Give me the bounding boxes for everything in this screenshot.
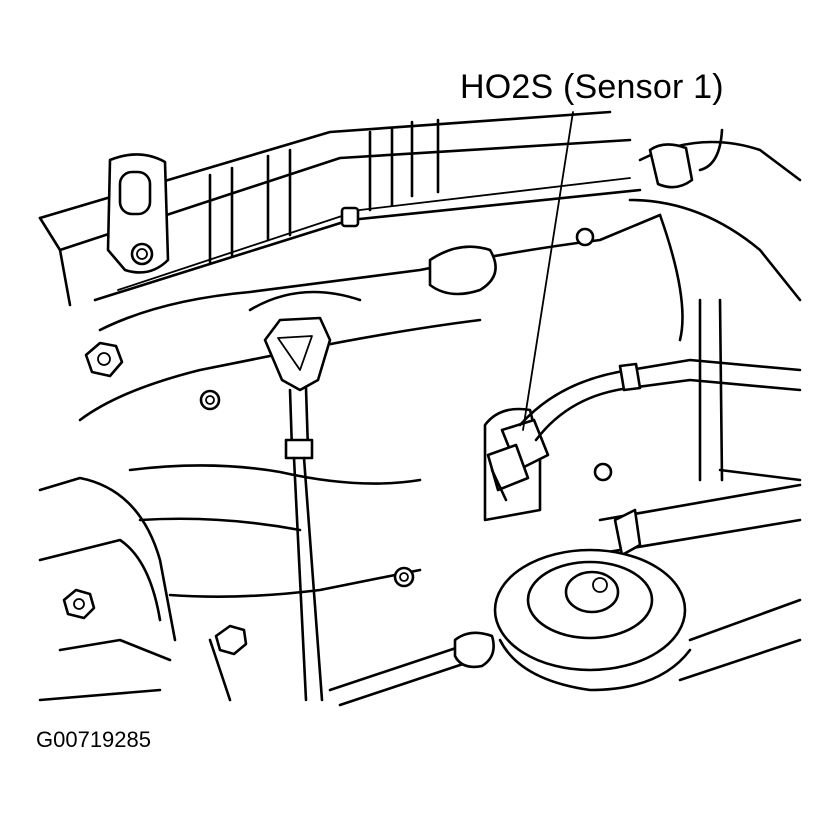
oil-dipstick [263, 316, 332, 702]
lower-left-bracket [38, 476, 232, 702]
engine-mount [493, 548, 802, 692]
lifting-bracket [106, 153, 170, 274]
sensor-callout-label: HO2S (Sensor 1) [460, 68, 724, 106]
lower-shaft [328, 631, 495, 707]
figure-id: G00719285 [36, 727, 151, 752]
manifold-bolts [62, 341, 248, 656]
oxygen-sensor [483, 358, 802, 522]
callout-leader-line [522, 111, 574, 431]
exhaust-manifold-shield [78, 213, 662, 598]
exhaust-pipe-area [558, 128, 802, 562]
